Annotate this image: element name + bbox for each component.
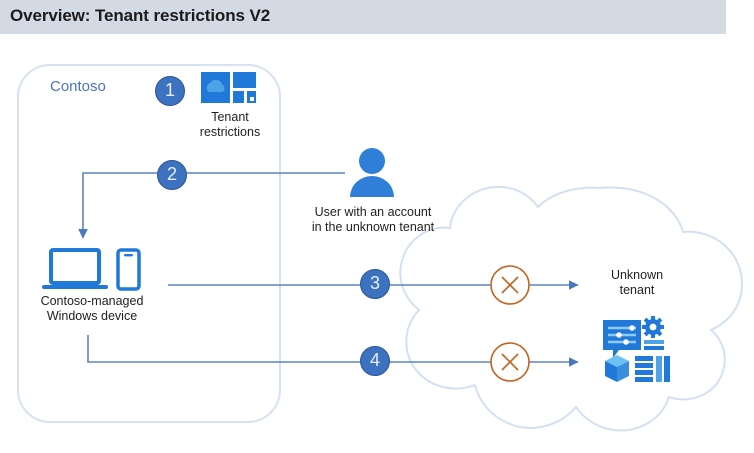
unknown-tenant-label-line2: tenant: [619, 283, 655, 297]
connector-device-to-cloud-services: [87, 335, 579, 367]
grid-glyph: [635, 356, 670, 382]
step-1-badge: 1: [155, 76, 185, 106]
step-2-badge: 2: [157, 160, 187, 190]
cloud-services-icon: [603, 316, 670, 382]
connector-user-to-device: [78, 172, 345, 239]
contoso-boundary-label: Contoso: [50, 78, 106, 95]
device-label-line1: Contoso-managed: [40, 294, 144, 308]
user-label-line2: in the unknown tenant: [311, 220, 435, 234]
device-label: Contoso-managed Windows device: [22, 294, 162, 324]
header-bar: [0, 0, 726, 34]
deny-marker-lower: [490, 342, 530, 382]
page-title: Overview: Tenant restrictions V2: [10, 6, 271, 25]
unknown-tenant-label: Unknown tenant: [584, 268, 690, 298]
tenant-restrictions-icon: [201, 72, 256, 103]
tenant-restrictions-label: Tenant restrictions: [180, 110, 280, 140]
step-3-badge: 3: [360, 269, 390, 299]
unknown-tenant-label-line1: Unknown: [610, 268, 664, 282]
step-4-badge: 4: [360, 346, 390, 376]
cube-glyph: [605, 355, 629, 382]
deny-marker-upper: [490, 265, 530, 305]
tenant-restrictions-label-line2: restrictions: [199, 125, 261, 139]
user-label: User with an account in the unknown tena…: [288, 205, 458, 235]
laptop-phone-icon: [42, 248, 141, 291]
person-icon: [350, 148, 394, 197]
unknown-tenant-cloud: [399, 185, 744, 432]
contoso-boundary-box: [17, 64, 281, 423]
device-label-line2: Windows device: [46, 309, 138, 323]
tenant-restrictions-label-line1: Tenant: [211, 110, 249, 124]
user-label-line1: User with an account: [314, 205, 432, 219]
